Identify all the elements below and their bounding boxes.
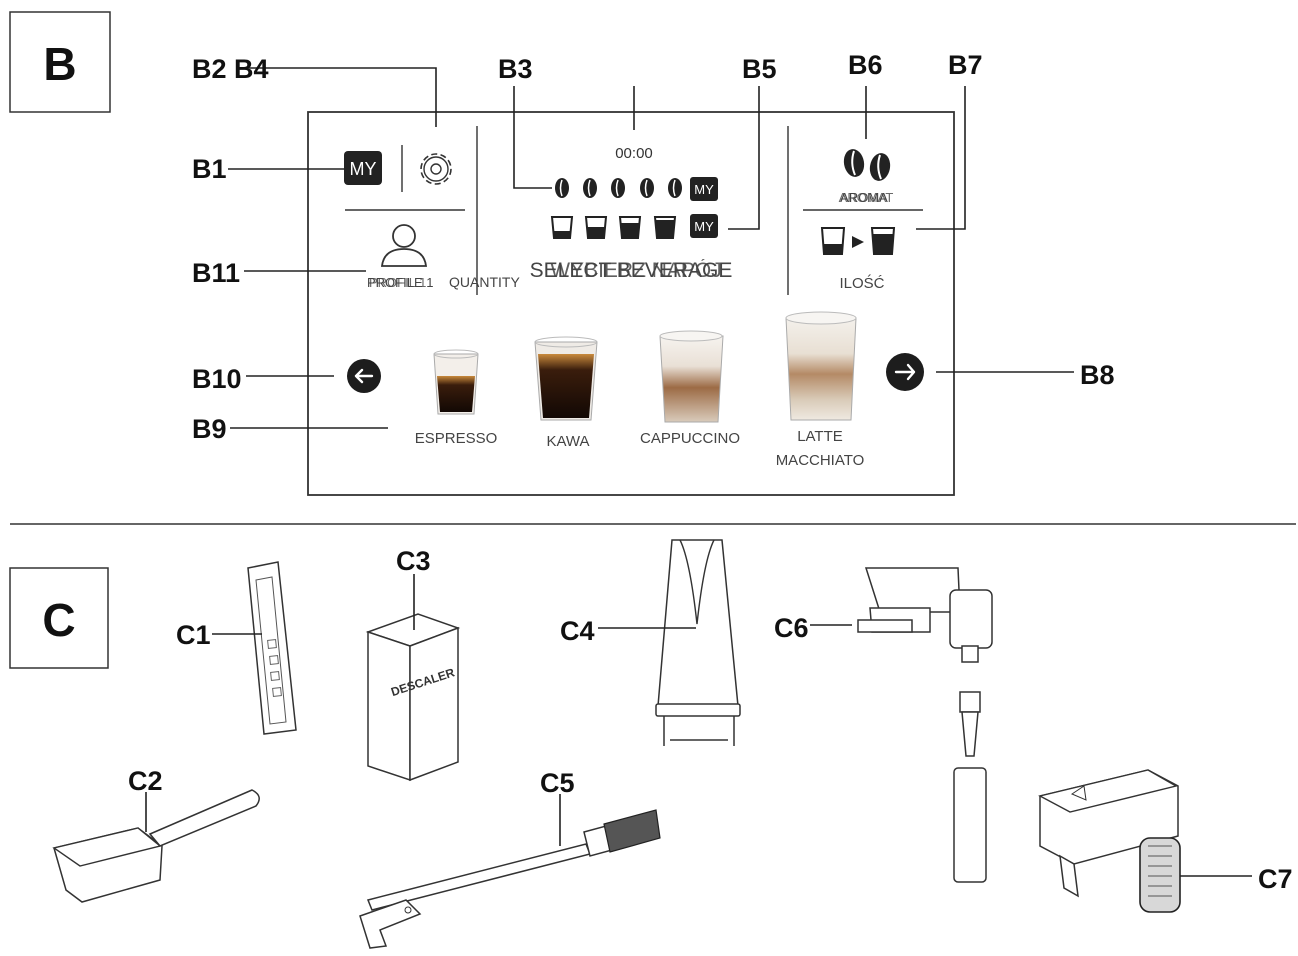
my-button[interactable]: MY <box>344 151 382 185</box>
hot-water-spout <box>857 567 993 883</box>
section-c: C C1 DESCALER C3 C4 <box>9 539 1293 949</box>
profile-label-pl: PROFIL 1 <box>369 275 426 290</box>
beverage-label: LATTE <box>797 428 843 445</box>
label-c7: C7 <box>1258 864 1293 894</box>
label-c6: C6 <box>774 613 809 643</box>
beverage-latte-macchiato[interactable]: LATTE MACCHIATO <box>776 311 865 469</box>
aroma-label-en: AROMA <box>840 190 888 205</box>
beverage-cappuccino[interactable]: CAPPUCCINO <box>640 330 740 447</box>
beverage-label: ESPRESSO <box>415 430 498 447</box>
section-b: B MY PROFILE 1 PROFIL 1 QUANTITY 00:00 <box>9 11 1115 496</box>
label-c3: C3 <box>396 546 431 576</box>
cleaning-brush <box>359 809 661 949</box>
coffee-bean-icon[interactable] <box>668 178 682 198</box>
water-filter <box>655 539 741 746</box>
label-b2b4: B2 B4 <box>192 54 269 84</box>
aroma-icon[interactable] <box>842 147 893 182</box>
callout-b2b4 <box>236 67 437 127</box>
label-b5: B5 <box>742 54 777 84</box>
my-strength-label: MY <box>694 182 714 197</box>
quantity-label: QUANTITY <box>449 274 520 290</box>
my-quantity-button[interactable]: MY <box>690 214 718 238</box>
display-screen <box>307 111 955 496</box>
label-b9: B9 <box>192 414 227 444</box>
cup-icon[interactable] <box>584 216 608 239</box>
section-c-letter-box <box>9 567 109 669</box>
callout-b7 <box>916 86 966 230</box>
my-button-label: MY <box>350 159 377 179</box>
cup-icon[interactable] <box>618 216 642 239</box>
my-quantity-label: MY <box>694 219 714 234</box>
label-c1: C1 <box>176 620 211 650</box>
profile-label-en: PROFILE 1 <box>367 275 433 290</box>
ilosc-label: ILOŚĆ <box>839 274 884 292</box>
callout-b3 <box>513 86 552 189</box>
cup-icon[interactable] <box>550 216 574 239</box>
label-b8: B8 <box>1080 360 1115 390</box>
callout-b5 <box>728 86 760 230</box>
beverage-espresso[interactable]: ESPRESSO <box>415 349 498 447</box>
label-b11: B11 <box>192 258 240 288</box>
label-c2: C2 <box>128 766 163 796</box>
user-icon[interactable] <box>380 224 428 267</box>
strength-selector[interactable]: MY <box>555 177 718 201</box>
section-c-letter: C <box>42 594 75 646</box>
beverage-label: KAWA <box>546 433 589 450</box>
timer-display: 00:00 <box>615 145 653 162</box>
arrow-right-icon[interactable] <box>886 353 924 391</box>
beverage-label: CAPPUCCINO <box>640 430 740 447</box>
coffee-bean-icon[interactable] <box>583 178 597 198</box>
beverage-label: MACCHIATO <box>776 452 865 469</box>
my-strength-button[interactable]: MY <box>690 177 718 201</box>
label-c5: C5 <box>540 768 575 798</box>
section-b-letter-box <box>9 11 111 113</box>
label-b1: B1 <box>192 154 227 184</box>
quantity-adjust-icon[interactable] <box>820 227 896 255</box>
cup-icon[interactable] <box>653 216 677 239</box>
aroma-label-pl: AROMAT <box>839 190 894 205</box>
select-beverage-label-en: SELECT BEVERAGE <box>530 259 733 282</box>
test-strip <box>247 561 297 735</box>
descaler-box: DESCALER <box>365 613 461 782</box>
gear-icon[interactable] <box>420 153 452 185</box>
milk-nozzle-cover <box>1038 769 1181 913</box>
coffee-bean-icon[interactable] <box>611 178 625 198</box>
label-b10: B10 <box>192 364 242 394</box>
label-b3: B3 <box>498 54 533 84</box>
label-c4: C4 <box>560 616 595 646</box>
coffee-bean-icon[interactable] <box>555 178 569 198</box>
measuring-scoop <box>52 789 260 903</box>
arrow-left-icon[interactable] <box>347 359 381 393</box>
section-b-letter: B <box>43 38 76 90</box>
label-b7: B7 <box>948 50 983 80</box>
label-b6: B6 <box>848 50 883 80</box>
select-beverage-label-pl: WYBIERZ NAPÓJ <box>550 259 722 282</box>
beverage-kawa[interactable]: KAWA <box>534 336 598 450</box>
quantity-selector[interactable]: MY <box>550 214 718 239</box>
coffee-bean-icon[interactable] <box>640 178 654 198</box>
